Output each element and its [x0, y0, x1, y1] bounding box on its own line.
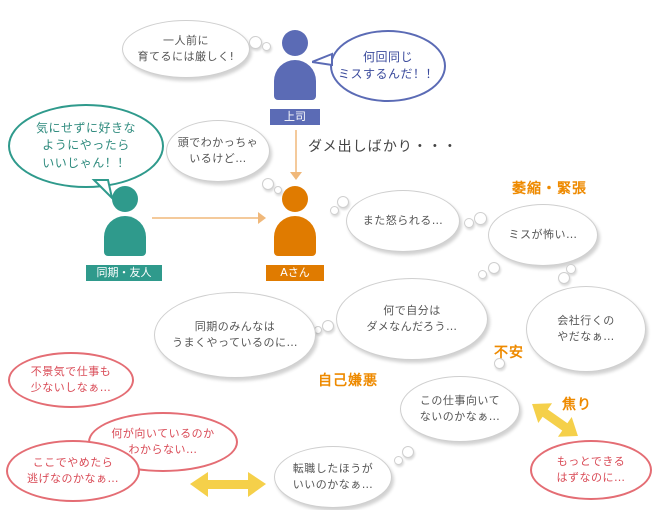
emotion-anxiety: 不安 [494, 345, 524, 361]
thought-dot [478, 270, 487, 279]
thought-dot [394, 456, 403, 465]
boss-body [274, 60, 316, 100]
a-body [274, 216, 316, 256]
thought-dot [274, 186, 282, 194]
quit-escape-bubble: ここでやめたら 逃げなのかなぁ… [6, 440, 140, 502]
change-job-thought-text: 転職したほうが いいのかなぁ… [292, 462, 374, 491]
peer-head [112, 186, 138, 212]
thought-dot [474, 212, 487, 225]
recession-text: 不景気で仕事も 少ないしなぁ… [30, 365, 112, 394]
peer-speech-bubble: 気にせずに好きな ようにやったら いいじゃん！！ [8, 104, 164, 188]
boss-speech-bubble: 何回同じ ミスするんだ！！ [330, 30, 446, 102]
change-job-thought-bubble: 転職したほうが いいのかなぁ… [274, 446, 392, 508]
boss-label: 上司 [270, 109, 320, 125]
peer-speech-text: 気にせずに好きな ようにやったら いいじゃん！！ [35, 120, 136, 170]
thought-dot [558, 272, 570, 284]
quit-escape-text: ここでやめたら 逃げなのかなぁ… [27, 456, 119, 485]
scolded-thought-bubble: また怒られる… [346, 190, 460, 252]
recession-bubble: 不景気で仕事も 少ないしなぁ… [8, 352, 134, 408]
boss-head [282, 30, 308, 56]
peer-speech-tail [91, 179, 114, 202]
peer-thought-bubble: 頭でわかっちゃ いるけど… [166, 120, 270, 182]
company-thought-bubble: 会社行くの やだなぁ… [526, 286, 646, 372]
thought-dot [249, 36, 262, 49]
can-do-more-text: もっとできる はずなのに… [556, 455, 626, 484]
suitable-text: 何が向いているのか わからない… [111, 427, 215, 456]
suited-thought-text: この仕事向いて ないのかなぁ… [419, 394, 501, 423]
suitable-bubble: 何が向いているのか わからない… [88, 412, 238, 472]
boss-speech-text: 何回同じ ミスするんだ！！ [337, 49, 438, 81]
thought-dot [322, 320, 334, 332]
others-fine-thought-bubble: 同期のみんなは うまくやっているのに… [154, 292, 316, 378]
scared-thought-bubble: ミスが怖い… [488, 204, 598, 266]
thought-dot [337, 196, 349, 208]
a-label: Aさん [266, 265, 324, 281]
others-fine-thought-text: 同期のみんなは うまくやっているのに… [172, 320, 298, 349]
boss-arrow-caption: ダメ出しばかり・・・ [308, 139, 458, 155]
thought-dot [402, 446, 414, 458]
scolded-thought-text: また怒られる… [362, 214, 444, 228]
emotion-self-hate: 自己嫌悪 [318, 373, 378, 389]
boss-to-a-arrowhead [290, 172, 302, 180]
peer-figure [104, 186, 146, 256]
peer-label: 同期・友人 [86, 265, 162, 281]
boss-figure [274, 30, 316, 100]
scared-thought-text: ミスが怖い… [508, 228, 578, 242]
can-do-more-bubble: もっとできる はずなのに… [530, 440, 652, 500]
thought-dot [494, 358, 505, 369]
thought-dot [488, 262, 500, 274]
boss-thought-text: 一人前に 育てるには厳しく! [137, 34, 235, 63]
boss-speech-tail [312, 52, 333, 67]
a-figure [274, 186, 316, 256]
thought-dot [262, 42, 271, 51]
a-head [282, 186, 308, 212]
yellow-double-arrow-left [190, 472, 266, 497]
yellow-double-arrow-right [532, 403, 578, 437]
peer-to-a-arrowhead [258, 212, 266, 224]
thought-dot [566, 264, 576, 274]
why-me-thought-text: 何で自分は ダメなんだろう… [366, 304, 458, 333]
suited-thought-bubble: この仕事向いて ないのかなぁ… [400, 376, 520, 442]
company-thought-text: 会社行くの やだなぁ… [557, 314, 615, 343]
why-me-thought-bubble: 何で自分は ダメなんだろう… [336, 278, 488, 360]
emotion-shrink: 萎縮・緊張 [512, 181, 587, 197]
peer-thought-text: 頭でわかっちゃ いるけど… [177, 136, 259, 165]
thought-dot [262, 178, 274, 190]
peer-body [104, 216, 146, 256]
thought-dot [330, 206, 339, 215]
boss-thought-bubble: 一人前に 育てるには厳しく! [122, 20, 250, 78]
emotion-impatience: 焦り [562, 397, 592, 413]
thought-dot [464, 218, 474, 228]
